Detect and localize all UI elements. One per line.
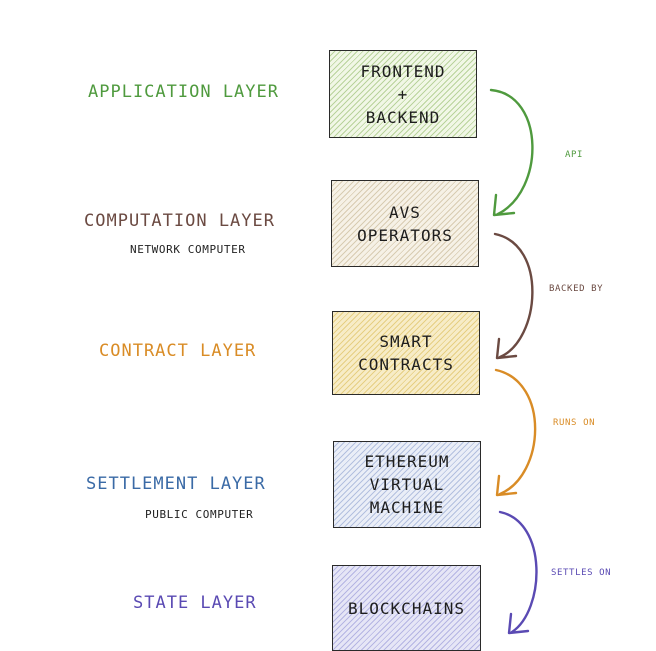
- arrow-backed-by: [493, 232, 534, 360]
- avs-operators-box: AVS OPERATORS: [331, 180, 479, 267]
- api-arrow-label: API: [565, 150, 584, 160]
- backed-by-arrow-label: BACKED BY: [549, 284, 604, 294]
- runs-on-arrow-label: RUNS ON: [553, 418, 596, 428]
- smart-contracts-box: SMART CONTRACTS: [332, 311, 480, 395]
- frontend-backend-text: FRONTEND + BACKEND: [360, 61, 446, 127]
- frontend-backend-box: FRONTEND + BACKEND: [329, 50, 477, 138]
- application-layer-label: APPLICATION LAYER: [88, 82, 279, 102]
- evm-box: ETHEREUM VIRTUAL MACHINE: [333, 441, 481, 528]
- state-layer-label: STATE LAYER: [133, 593, 257, 613]
- blockchains-box: BLOCKCHAINS: [332, 565, 481, 651]
- blockchains-text: BLOCKCHAINS: [348, 598, 465, 618]
- computation-layer-sublabel: NETWORK COMPUTER: [130, 243, 246, 256]
- arrow-runs-on: [494, 368, 537, 497]
- avs-operators-text: AVS OPERATORS: [357, 202, 453, 245]
- computation-layer-label: COMPUTATION LAYER: [84, 211, 275, 231]
- arrow-api: [489, 88, 534, 217]
- contract-layer-label: CONTRACT LAYER: [99, 341, 257, 361]
- arrow-settles-on: [498, 510, 538, 635]
- smart-contracts-text: SMART CONTRACTS: [358, 332, 454, 374]
- settles-on-arrow-label: SETTLES ON: [551, 568, 612, 578]
- settlement-layer-label: SETTLEMENT LAYER: [86, 474, 266, 494]
- evm-text: ETHEREUM VIRTUAL MACHINE: [364, 452, 450, 517]
- settlement-layer-sublabel: PUBLIC COMPUTER: [145, 508, 254, 521]
